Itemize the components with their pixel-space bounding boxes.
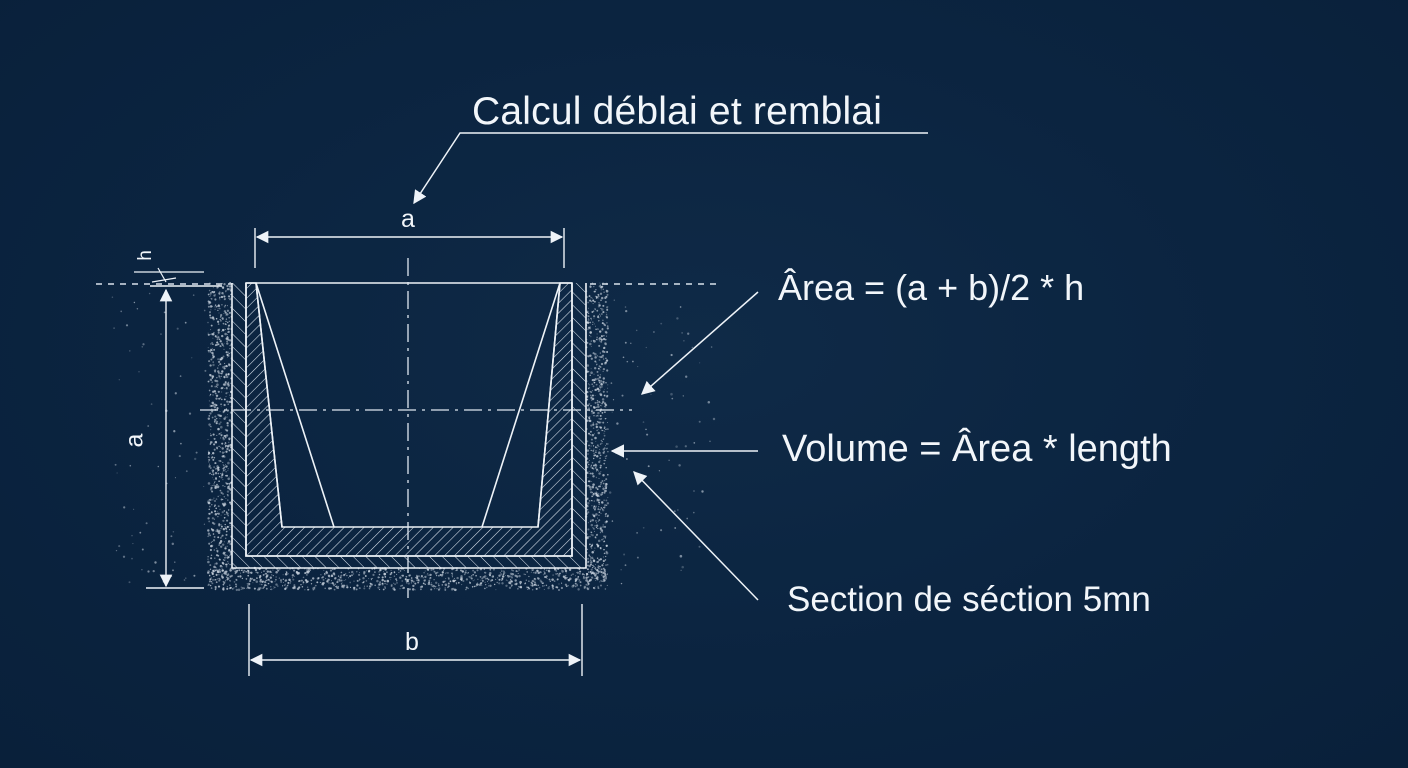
dimension-height (134, 267, 204, 283)
dimension-depth (146, 285, 222, 589)
volume-formula: Volume = Ârea * length (782, 428, 1172, 470)
dimension-bottom-width (248, 604, 583, 676)
dimension-depth-label: a (120, 433, 149, 448)
center-lines (200, 258, 632, 598)
concrete-section (245, 282, 573, 557)
trench-lining (232, 283, 586, 568)
leader-arrows (413, 132, 928, 601)
dimension-top-width (254, 228, 565, 268)
dimension-bottom-width-label: b (405, 628, 419, 656)
dimension-top-width-label: a (401, 205, 415, 233)
area-formula: Ârea = (a + b)/2 * h (778, 267, 1085, 308)
section-note: Section de séction 5mn (787, 580, 1151, 619)
diagram-title: Calcul déblai et remblai (472, 90, 883, 133)
dimension-height-label: h (134, 250, 156, 261)
trench-outer-wall (231, 283, 587, 569)
